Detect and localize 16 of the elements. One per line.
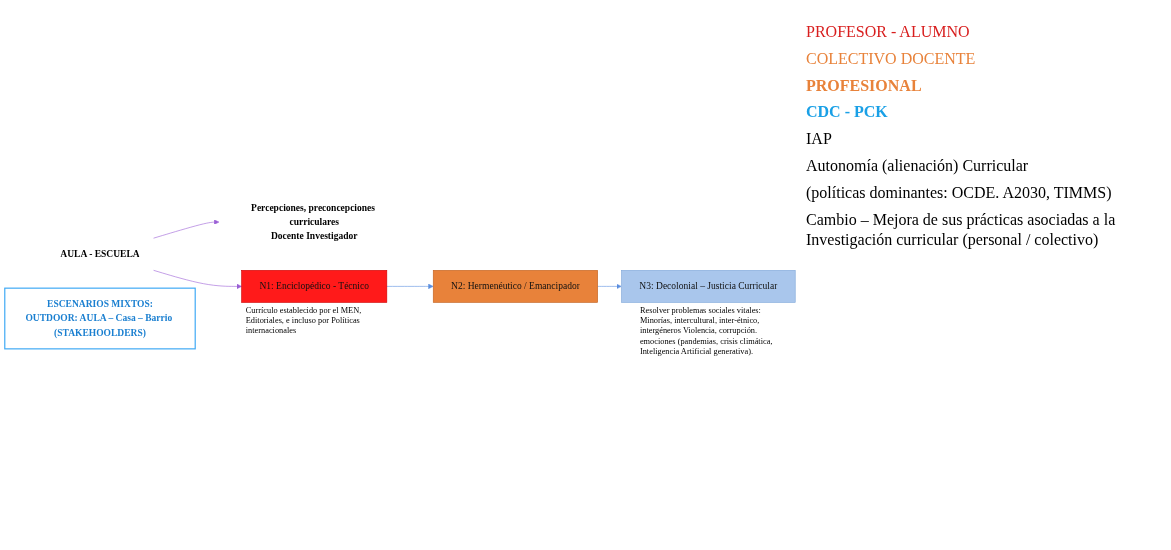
- note-text: IAP: [806, 129, 833, 150]
- note-text: Resolver problemas sociales vitales: Minorías, intercultural, inter-étnico, intergéneros Violencia, corrupción. emociones (pandemias, crisis climática, Inteligencia Artificial generativa).: [639, 304, 774, 357]
- note-text: COLECTIVO DOCENTE: [806, 48, 977, 69]
- node-text: AULA - ESCUELA: [60, 248, 140, 259]
- note-text: PROFESOR - ALUMNO: [806, 22, 971, 42]
- note-text: CDC - PCK: [806, 102, 889, 123]
- node-text: Percepciones, preconcepciones curriculares Docente Investigador: [251, 202, 375, 242]
- note-text: PROFESIONAL: [806, 75, 923, 96]
- note-text: Cambio – Mejora de sus prácticas asociadas a la Investigación curricular (personal / colectivo): [806, 209, 1117, 251]
- node-box: N3: Decolonial – Justicia Curricular: [621, 269, 796, 303]
- note-text: Autonomía (alienación) Curricular: [806, 156, 1030, 177]
- node-box: N2: Hermenéutico / Emancipador: [432, 269, 598, 303]
- note-text: (políticas dominantes: OCDE. A2030, TIMMS): [806, 182, 1113, 204]
- note-text: Currículo establecido por el MEN, Editoriales, e incluso por Políticas internacionales: [245, 304, 363, 336]
- node-box: N1: Enciclopédico - Técnico: [241, 269, 388, 303]
- node-box: ESCENARIOS MIXTOS: OUTDOOR: AULA – Casa – Barrio (STAKEHOOLDERS): [4, 287, 196, 350]
